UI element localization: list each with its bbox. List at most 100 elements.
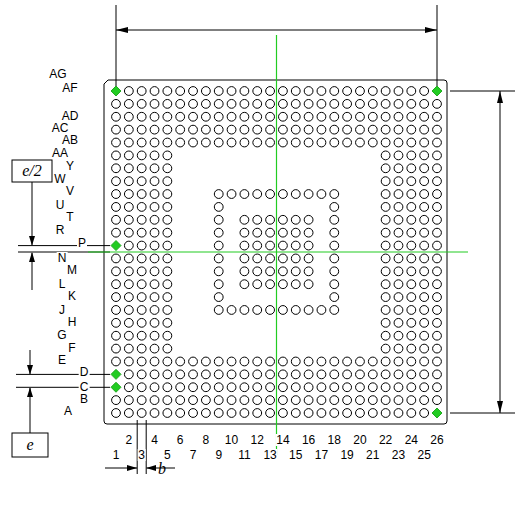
solder-ball (317, 396, 326, 405)
solder-ball (330, 267, 339, 276)
solder-ball (124, 87, 133, 96)
solder-ball (201, 409, 210, 418)
solder-ball (330, 254, 339, 263)
solder-ball (381, 138, 390, 147)
solder-ball (253, 87, 262, 96)
dimension-label: e/2 (21, 163, 43, 179)
solder-ball (112, 357, 121, 366)
arrowhead (146, 465, 156, 471)
solder-ball (253, 99, 262, 108)
solder-ball (214, 203, 223, 212)
solder-ball (381, 293, 390, 302)
solder-ball (381, 215, 390, 224)
solder-ball (407, 331, 416, 340)
row-label: AD (61, 110, 80, 122)
solder-ball (240, 383, 249, 392)
arrowhead (27, 387, 33, 397)
solder-ball (407, 112, 416, 121)
solder-ball (381, 409, 390, 418)
solder-ball (279, 138, 288, 147)
solder-ball (420, 99, 429, 108)
solder-ball (163, 267, 172, 276)
solder-ball (433, 370, 442, 379)
solder-ball (214, 357, 223, 366)
solder-ball (394, 112, 403, 121)
solder-ball (150, 241, 159, 250)
solder-ball (433, 357, 442, 366)
row-label: AC (51, 122, 70, 134)
solder-ball (150, 228, 159, 237)
solder-ball (407, 215, 416, 224)
solder-ball (112, 344, 121, 353)
solder-ball (420, 203, 429, 212)
solder-ball (291, 267, 300, 276)
solder-ball (240, 190, 249, 199)
solder-ball (176, 370, 185, 379)
row-label: AF (61, 82, 78, 94)
dimension-line (500, 91, 501, 413)
solder-ball (330, 203, 339, 212)
solder-ball (394, 267, 403, 276)
solder-ball (407, 87, 416, 96)
solder-ball (330, 190, 339, 199)
solder-ball (112, 267, 121, 276)
solder-ball (420, 138, 429, 147)
solder-ball (253, 306, 262, 315)
solder-ball (356, 112, 365, 121)
solder-ball (291, 190, 300, 199)
solder-ball (291, 396, 300, 405)
solder-ball (433, 203, 442, 212)
row-label: AB (61, 134, 79, 146)
solder-ball (407, 396, 416, 405)
solder-ball (394, 138, 403, 147)
solder-ball (420, 370, 429, 379)
solder-ball (356, 138, 365, 147)
solder-ball (304, 306, 313, 315)
dimension-label: b (157, 461, 167, 477)
solder-ball (253, 409, 262, 418)
solder-ball (291, 112, 300, 121)
solder-ball (240, 125, 249, 134)
solder-ball (368, 125, 377, 134)
solder-ball (279, 190, 288, 199)
solder-ball (137, 267, 146, 276)
solder-ball (330, 241, 339, 250)
solder-ball (291, 306, 300, 315)
solder-ball (317, 306, 326, 315)
solder-ball (150, 203, 159, 212)
solder-ball (266, 267, 275, 276)
solder-ball (240, 112, 249, 121)
column-number: 5 (163, 449, 172, 461)
solder-ball (163, 409, 172, 418)
solder-ball (433, 112, 442, 121)
solder-ball (227, 138, 236, 147)
solder-ball (420, 267, 429, 276)
solder-ball (163, 357, 172, 366)
solder-ball (150, 125, 159, 134)
solder-ball (240, 306, 249, 315)
solder-ball (407, 357, 416, 366)
solder-ball (266, 409, 275, 418)
solder-ball (291, 138, 300, 147)
solder-ball (381, 370, 390, 379)
solder-ball (317, 409, 326, 418)
solder-ball (407, 241, 416, 250)
solder-ball (214, 396, 223, 405)
row-label: K (67, 290, 77, 302)
solder-ball (214, 138, 223, 147)
solder-ball (394, 125, 403, 134)
solder-ball (266, 228, 275, 237)
solder-ball (176, 396, 185, 405)
solder-ball (124, 293, 133, 302)
solder-ball (343, 125, 352, 134)
row-label: E (57, 354, 67, 366)
solder-ball (381, 357, 390, 366)
solder-ball (368, 383, 377, 392)
solder-ball (124, 203, 133, 212)
solder-ball (317, 190, 326, 199)
arrowhead (29, 252, 35, 262)
highlighted-ball (111, 241, 121, 251)
solder-ball (330, 99, 339, 108)
solder-ball (150, 215, 159, 224)
solder-ball (253, 215, 262, 224)
